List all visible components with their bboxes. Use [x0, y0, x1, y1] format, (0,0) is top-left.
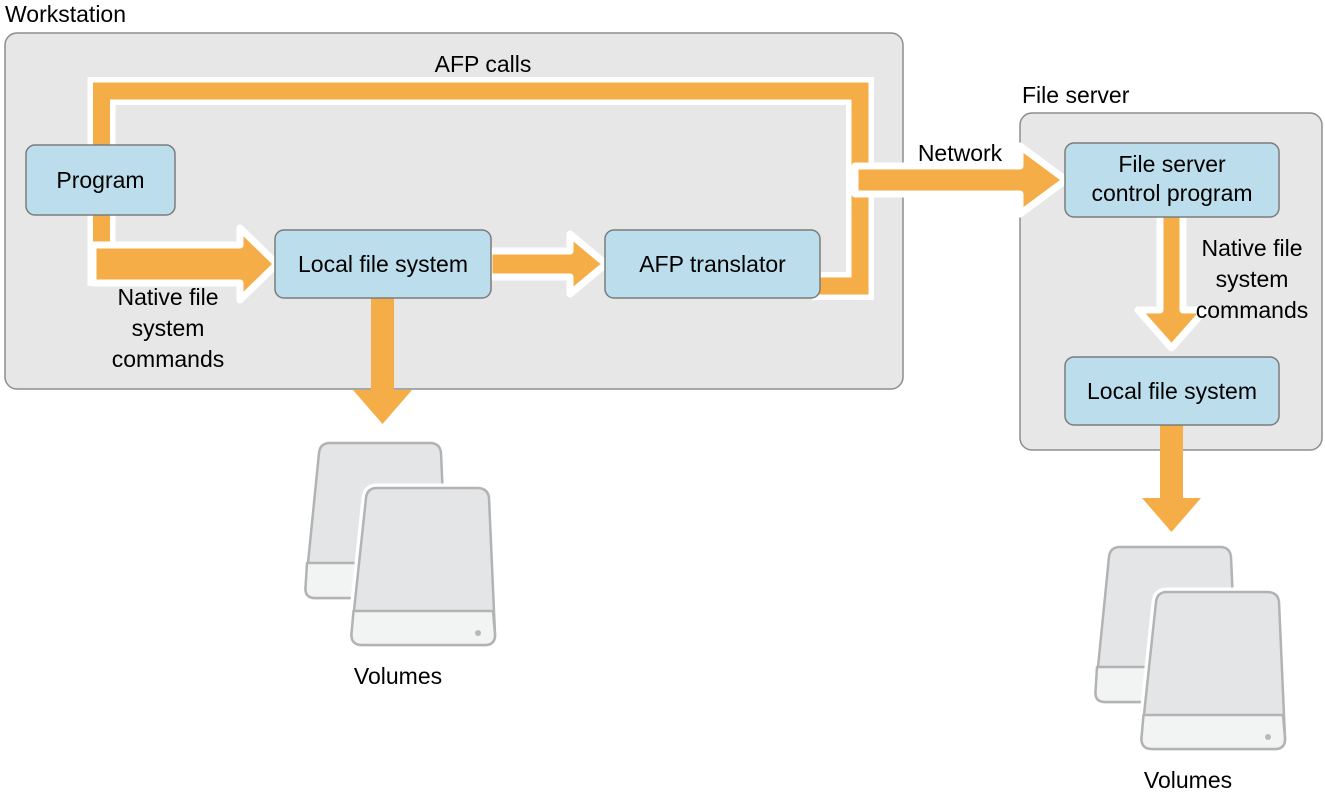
workstation-panel-label: Workstation	[5, 1, 126, 27]
afp-translator-box[interactable]: AFP translator	[604, 229, 821, 299]
fs-volume-drive-front	[1137, 587, 1290, 754]
program-to-local-fs-arrow	[89, 224, 281, 304]
fs-control-program-box[interactable]: File server control program	[1064, 142, 1280, 218]
workstation-panel	[4, 32, 904, 390]
ws-volumes-icon	[304, 441, 500, 650]
program-box[interactable]: Program	[25, 144, 176, 216]
ws-native-commands-label: Native file system commands	[112, 284, 224, 372]
fs-native-commands-line3: commands	[1196, 297, 1308, 323]
ws-native-commands-line1: Native file	[118, 284, 219, 310]
program-box-label: Program	[56, 167, 144, 193]
network-label: Network	[918, 140, 1003, 166]
fs-control-program-label-line1: File server	[1118, 151, 1226, 177]
afp-translator-label: AFP translator	[639, 251, 786, 277]
ws-volume-drive-front	[347, 483, 500, 650]
fs-volumes-caption: Volumes	[1144, 767, 1232, 793]
fs-local-file-system-label: Local file system	[1087, 378, 1257, 404]
fs-volumes-icon	[1094, 545, 1290, 754]
fs-localfs-to-volumes-arrow	[1142, 420, 1201, 532]
fs-native-commands-line1: Native file	[1202, 235, 1303, 261]
ws-native-commands-line3: commands	[112, 346, 224, 372]
network-arrow	[851, 142, 1070, 218]
fs-native-commands-line2: system	[1216, 266, 1289, 292]
afp-calls-label: AFP calls	[435, 51, 532, 77]
ws-native-commands-line2: system	[132, 315, 205, 341]
localfs-to-afp-translator-arrow	[485, 230, 610, 298]
ws-local-file-system-label: Local file system	[298, 251, 468, 277]
fs-native-commands-label: Native file system commands	[1196, 235, 1308, 323]
fs-control-program-label-line2: control program	[1091, 180, 1252, 206]
file-server-panel-label: File server	[1022, 82, 1130, 108]
ws-local-file-system-box[interactable]: Local file system	[274, 229, 492, 299]
ws-volumes-caption: Volumes	[354, 663, 442, 689]
ws-localfs-to-volumes-arrow	[353, 290, 412, 424]
fs-local-file-system-box[interactable]: Local file system	[1064, 356, 1280, 426]
fs-control-to-localfs-arrow	[1134, 206, 1209, 352]
